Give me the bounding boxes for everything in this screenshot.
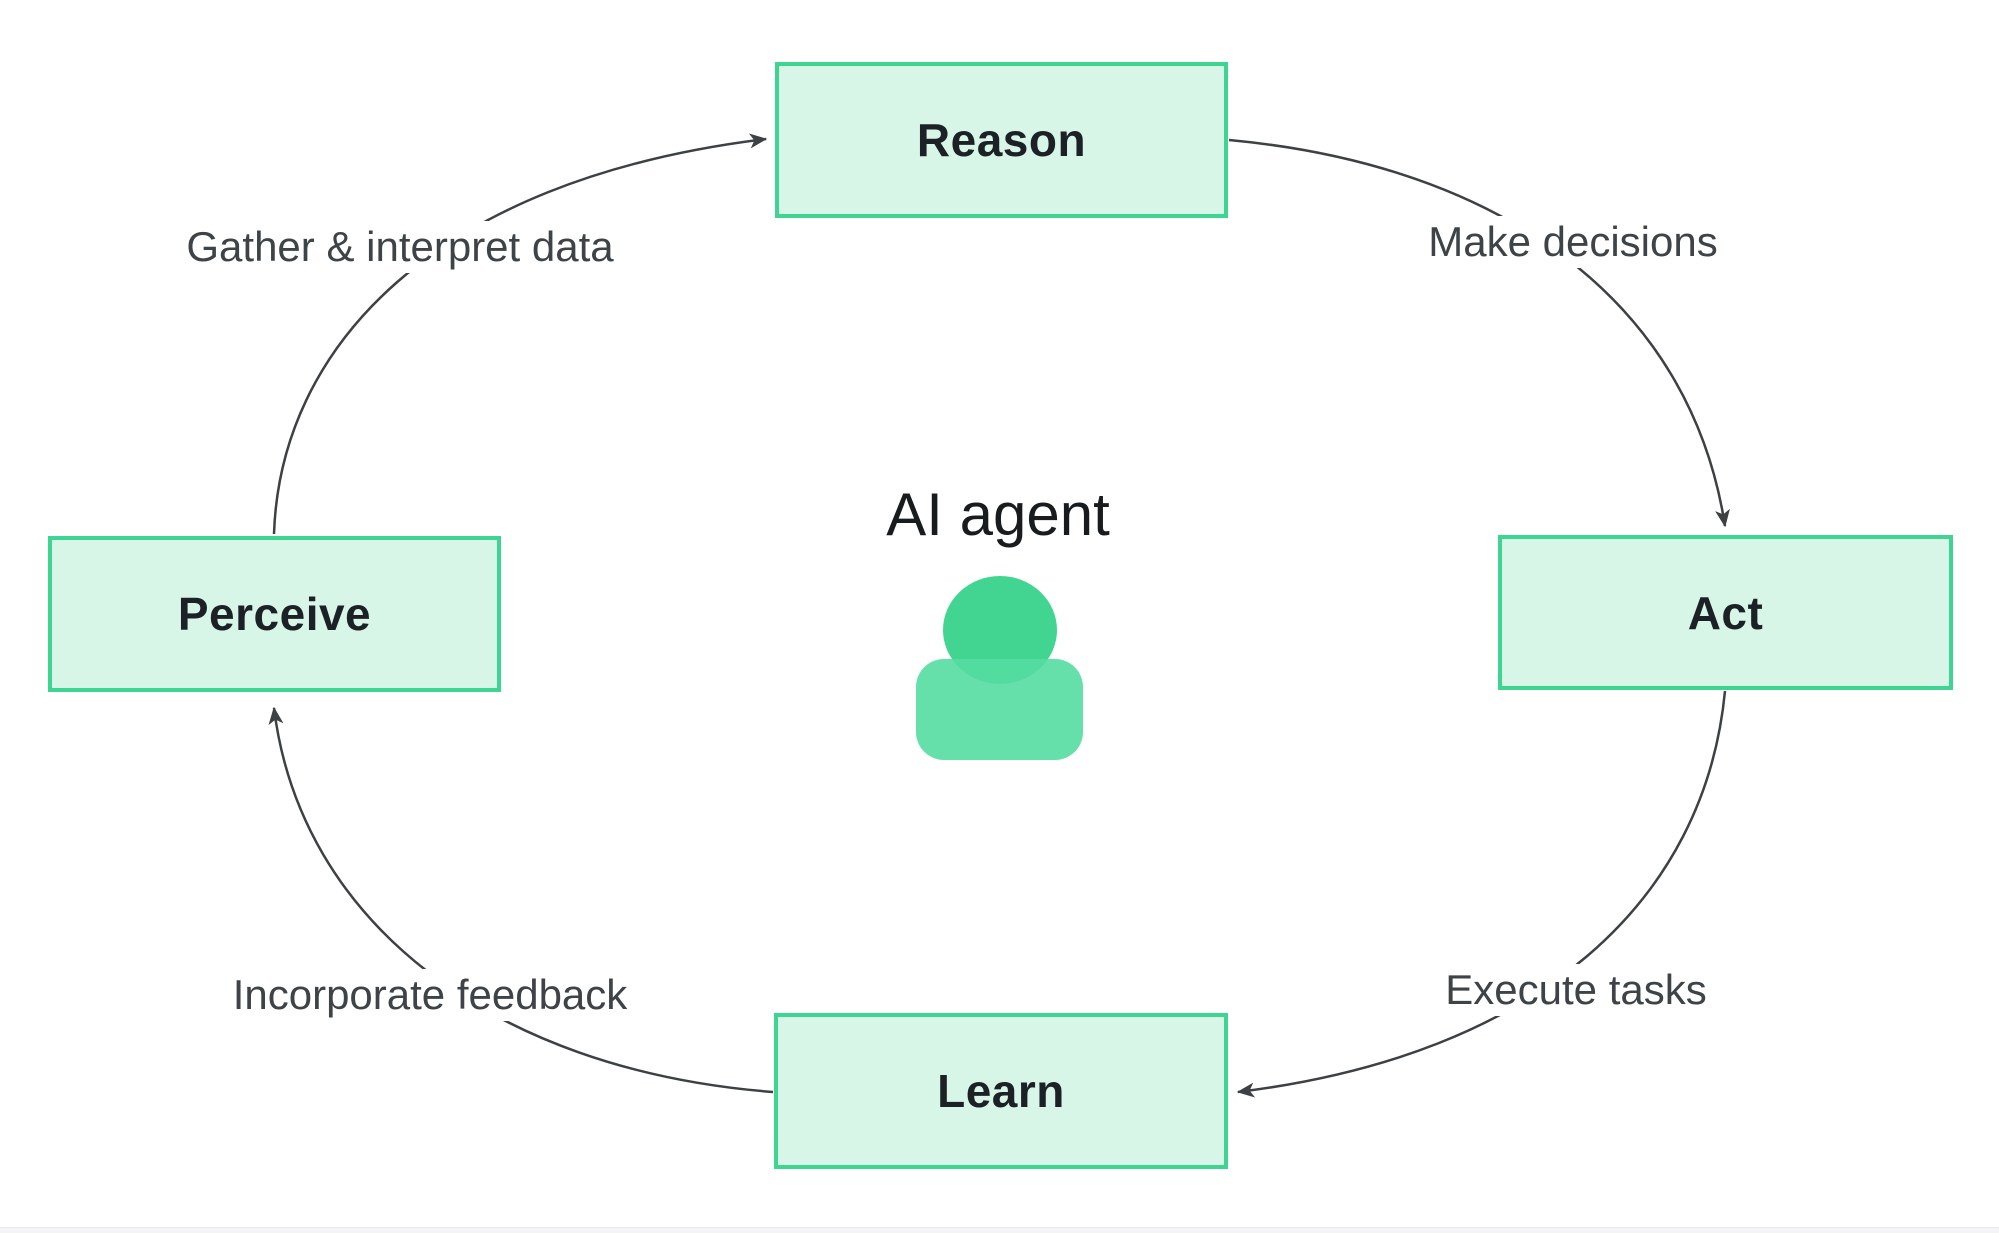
edge-label-make-decisions: Make decisions bbox=[1412, 216, 1734, 268]
node-reason-label: Reason bbox=[916, 114, 1087, 166]
node-perceive-label: Perceive bbox=[177, 588, 372, 640]
arrow-act-to-learn bbox=[1236, 690, 1727, 1098]
node-reason: Reason bbox=[775, 62, 1228, 218]
arrow-learn-to-perceive bbox=[268, 706, 774, 1094]
arrow-reason-to-act bbox=[1228, 138, 1730, 528]
edge-label-incorporate-feedback: Incorporate feedback bbox=[216, 969, 644, 1021]
node-learn-label: Learn bbox=[937, 1065, 1065, 1117]
center-title: AI agent bbox=[886, 481, 1110, 548]
node-perceive: Perceive bbox=[48, 536, 501, 692]
node-act-label: Act bbox=[1687, 586, 1764, 639]
edge-label-execute-tasks: Execute tasks bbox=[1429, 964, 1723, 1016]
arrow-perceive-to-reason bbox=[272, 133, 768, 535]
person-icon bbox=[916, 576, 1083, 760]
node-learn: Learn bbox=[774, 1013, 1228, 1169]
node-act: Act bbox=[1498, 535, 1953, 690]
edge-label-gather-interpret-data: Gather & interpret data bbox=[170, 221, 630, 273]
bottom-window-strip bbox=[0, 1227, 1999, 1233]
